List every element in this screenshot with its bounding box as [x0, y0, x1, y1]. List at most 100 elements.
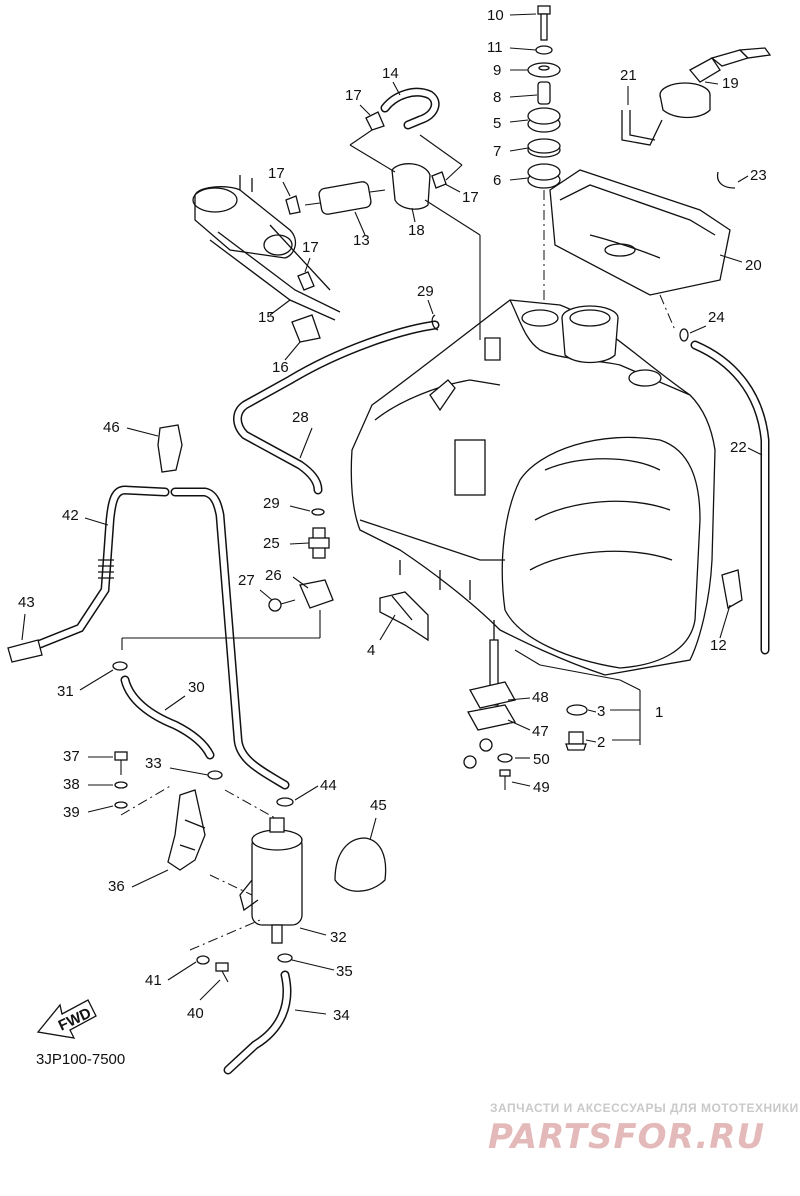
callout-leader-41: [167, 961, 197, 981]
callout-15: 15: [258, 309, 275, 326]
callout-leader-43: [21, 613, 26, 641]
leader-1c: [619, 679, 641, 691]
callout-28: 28: [292, 409, 309, 426]
callout-5: 5: [493, 115, 501, 132]
callout-leader-44: [294, 785, 319, 801]
callout-30: 30: [188, 679, 205, 696]
watermark-logo: PARTSFOR.RU: [488, 1117, 765, 1157]
callout-37: 37: [63, 748, 80, 765]
callout-32: 32: [330, 929, 347, 946]
callout-leader-45: [369, 817, 377, 841]
callout-20: 20: [745, 257, 762, 274]
callout-leader-48: [507, 697, 531, 701]
fuel-filter-32: [239, 817, 303, 944]
callout-leader-24: [689, 325, 707, 334]
damper-7: [527, 138, 561, 158]
hose-21: [621, 110, 663, 146]
callout-leader-29: [289, 505, 311, 512]
leader-17a: [349, 144, 396, 173]
washer-11: [535, 45, 553, 55]
dash-filter: [224, 789, 276, 819]
callout-48: 48: [532, 689, 549, 706]
callout-17: 17: [268, 165, 285, 182]
callout-1: 1: [655, 704, 663, 721]
callout-leader-16: [284, 341, 301, 361]
cap-46: [157, 424, 183, 473]
callout-23: 23: [750, 167, 767, 184]
callout-leader-17: [304, 257, 311, 273]
hose-42: [20, 485, 290, 790]
clip-29b: [311, 508, 325, 516]
callout-4: 4: [367, 642, 375, 659]
callout-8: 8: [493, 89, 501, 106]
dash-bracket2: [209, 874, 253, 896]
callout-leader-36: [131, 869, 169, 888]
callout-leader-17: [282, 181, 291, 197]
callout-leader-47: [507, 719, 531, 731]
callout-33: 33: [145, 755, 162, 772]
callout-10: 10: [487, 7, 504, 24]
leader-17d: [445, 164, 463, 181]
callout-leader-39: [87, 805, 114, 813]
callout-leader-17: [359, 104, 371, 116]
callout-leader-25: [289, 542, 310, 545]
callout-leader-42: [84, 517, 109, 526]
callout-44: 44: [320, 777, 337, 794]
callout-29: 29: [263, 495, 280, 512]
callout-26: 26: [265, 567, 282, 584]
clip-12: [721, 569, 743, 610]
bracket-26: [299, 579, 334, 609]
callout-leader-12: [719, 604, 731, 639]
hose-14: [380, 87, 440, 130]
end-43: [7, 639, 43, 663]
bolt-27: [268, 598, 296, 612]
bracket-4: [379, 591, 429, 642]
callout-leader-28: [299, 427, 313, 459]
callout-leader-40: [199, 979, 221, 1001]
screw-49: [499, 769, 511, 790]
callout-18: 18: [408, 222, 425, 239]
clamp-16: [291, 314, 321, 343]
clip-35: [277, 953, 293, 963]
callout-3: 3: [597, 703, 605, 720]
callout-7: 7: [493, 143, 501, 160]
callout-leader-20: [719, 254, 743, 263]
hose-30: [120, 675, 215, 760]
callout-19: 19: [722, 75, 739, 92]
leader-17c: [419, 134, 463, 166]
dash-bracket: [120, 784, 173, 816]
callout-leader-5: [509, 119, 529, 123]
hose-28: [233, 320, 440, 495]
callout-17: 17: [302, 239, 319, 256]
joint-18: [391, 163, 431, 210]
callout-leader-35: [291, 959, 335, 971]
callout-43: 43: [18, 594, 35, 611]
callout-35: 35: [336, 963, 353, 980]
washer-50: [497, 753, 513, 763]
clip-29a: [431, 314, 439, 331]
hose-22: [690, 340, 770, 655]
callout-16: 16: [272, 359, 289, 376]
washer-38: [114, 781, 128, 789]
callout-leader-33: [169, 767, 209, 776]
clip-24: [679, 328, 689, 342]
callout-22: 22: [730, 439, 747, 456]
callout-27: 27: [238, 572, 255, 589]
callout-9: 9: [493, 62, 501, 79]
callout-leader-23: [737, 175, 749, 183]
bolt-10: [537, 5, 551, 41]
callout-leader-32: [299, 927, 327, 936]
collar-8: [537, 81, 551, 105]
callout-leader-26: [292, 576, 309, 589]
callout-25: 25: [263, 535, 280, 552]
callout-leader-17: [444, 183, 461, 193]
damper-3: [566, 704, 588, 716]
diagram-code: 3JP100-7500: [36, 1051, 125, 1068]
callout-2: 2: [597, 734, 605, 751]
callout-39: 39: [63, 804, 80, 821]
bolt-2: [565, 731, 587, 751]
callout-leader-30: [164, 695, 186, 711]
washer-9: [527, 62, 561, 78]
hose-23: [716, 171, 736, 189]
